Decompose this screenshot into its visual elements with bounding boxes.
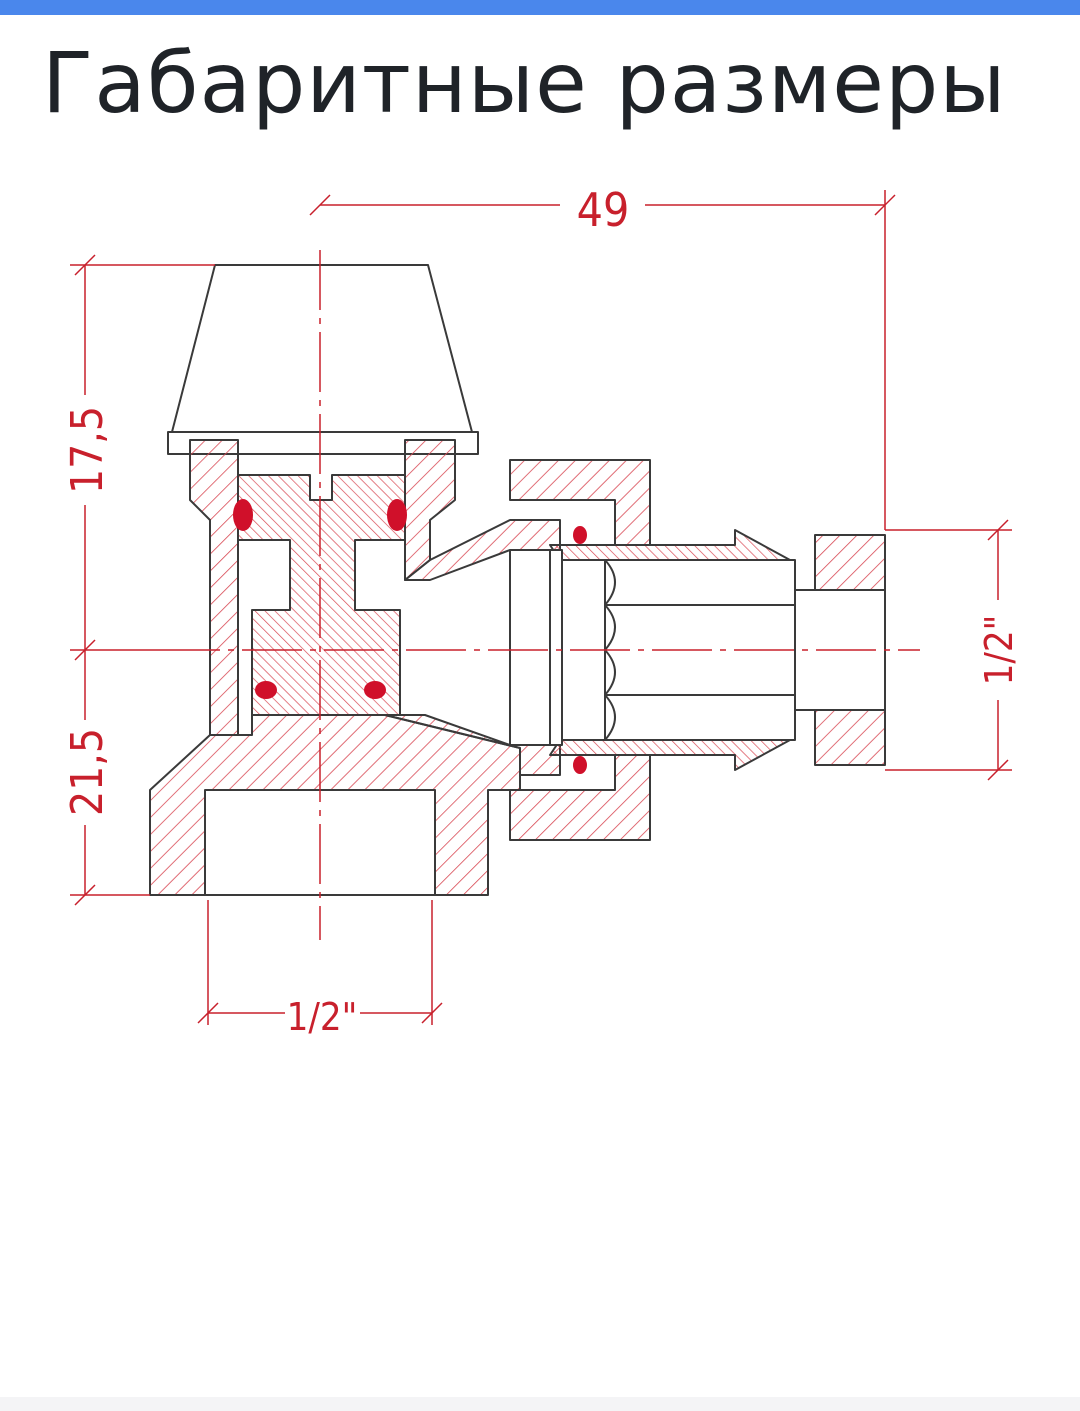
end-nut-lower [814,709,886,766]
dim-tick [987,759,1009,781]
bottom-strip [0,1397,1080,1411]
seat-ring-outer [509,549,551,746]
seat-ring-inner [549,549,563,746]
dim-label-lower-height: 21,5 [62,728,113,816]
seal-ring [573,526,587,544]
seal-ring [364,681,386,699]
dim-tick [74,639,96,661]
body-upper-left [189,439,239,736]
dim-label-thread-bottom: 1/2" [287,995,358,1039]
seal-ring [233,499,253,531]
dim-tick [74,254,96,276]
seal-ring [387,499,407,531]
valve-cap [171,264,473,433]
dim-tick [74,884,96,906]
cap-flange [167,431,479,455]
dim-label-thread-right: 1/2" [977,615,1021,686]
dim-label-upper-height: 17,5 [62,406,113,494]
outlet-wall-upper [404,519,561,581]
dim-tick [987,519,1009,541]
end-nut-upper [814,534,886,591]
valve-spindle [233,474,587,774]
dim-tick [197,1002,219,1024]
top-accent-bar [0,0,1080,15]
dim-tick [309,194,331,216]
valve-body [149,264,886,896]
spindle-gland [237,474,406,716]
valve-dimension-drawing: 49 17,5 21,5 1/2" 1/2" [62,183,1021,1039]
dimension-lines [70,190,1012,1025]
dim-label-width: 49 [577,183,630,237]
dim-tick [421,1002,443,1024]
dimension-labels: 49 17,5 21,5 1/2" 1/2" [62,183,1021,1039]
page-title: Габаритные размеры [42,34,1007,132]
seal-ring [573,756,587,774]
seal-ring [255,681,277,699]
